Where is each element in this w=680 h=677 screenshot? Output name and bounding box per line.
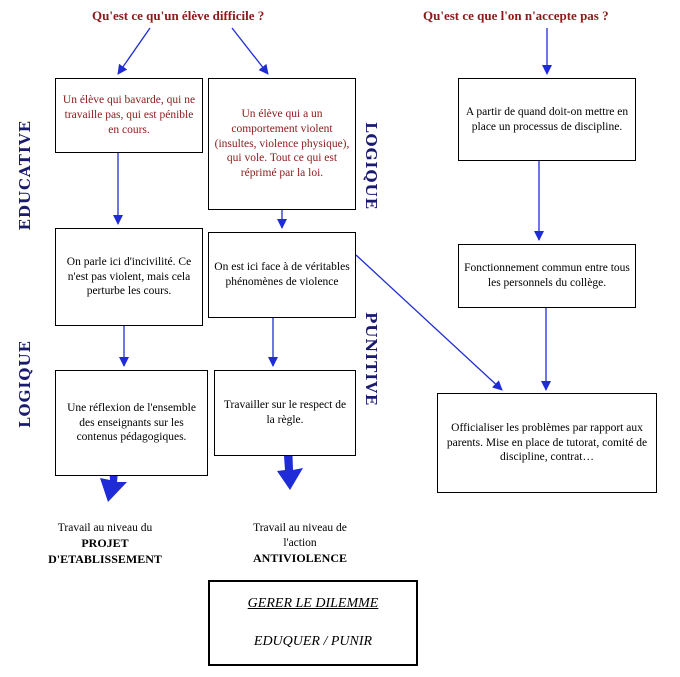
outcome-projet-bold: PROJET D'ETABLISSEMENT [48, 535, 162, 566]
box-fonctionnement: Fonctionnement commun entre tous les per… [458, 244, 636, 308]
arrow-question-to-bavarde [117, 27, 151, 75]
label-punitive: PUNITIVE [362, 312, 380, 407]
box-violent: Un élève qui a un comportement violent (… [208, 78, 356, 210]
box-bavarde: Un élève qui bavarde, qui ne travaille p… [55, 78, 203, 153]
label-logique-left: LOGIQUE [16, 340, 34, 429]
outcome-projet: Travail au niveau du PROJET D'ETABLISSEM… [30, 521, 180, 567]
outcome-antiviolence-line: Travail au niveau de l'action [253, 522, 347, 549]
dilemma-box: GERER LE DILEMME EDUQUER / PUNIR [208, 580, 418, 666]
dilemma-subtitle: EDUQUER / PUNIR [253, 634, 373, 649]
outcome-projet-line: Travail au niveau du [57, 522, 153, 534]
question-difficult-student: Qu'est ce qu'un élève difficile ? [92, 8, 265, 23]
box-quand: A partir de quand doit-on mettre en plac… [458, 78, 636, 161]
box-reflexion: Une réflexion de l'ensemble des enseigna… [55, 370, 208, 476]
label-educative: EDUCATIVE [16, 120, 34, 231]
big-arrow-right [277, 441, 303, 490]
outcome-antiviolence-bold: ANTIVIOLENCE [252, 550, 348, 565]
question-not-accepted: Qu'est ce que l'on n'accepte pas ? [423, 8, 609, 23]
label-logique-right: LOGIQUE [362, 122, 380, 211]
dilemma-title: GERER LE DILEMME [247, 596, 379, 611]
arrow-question-to-violent [231, 27, 269, 75]
box-incivilite: On parle ici d'incivilité. Ce n'est pas … [55, 228, 203, 326]
outcome-antiviolence: Travail au niveau de l'action ANTIVIOLEN… [240, 521, 360, 566]
box-officialiser: Officialiser les problèmes par rapport a… [437, 393, 657, 493]
big-arrow-left [100, 452, 127, 502]
arrow-phenomenes-to-officialiser [355, 254, 503, 391]
box-respect: Travailler sur le respect de la règle. [214, 370, 356, 456]
box-phenomenes: On est ici face à de véritables phénomèn… [208, 232, 356, 318]
